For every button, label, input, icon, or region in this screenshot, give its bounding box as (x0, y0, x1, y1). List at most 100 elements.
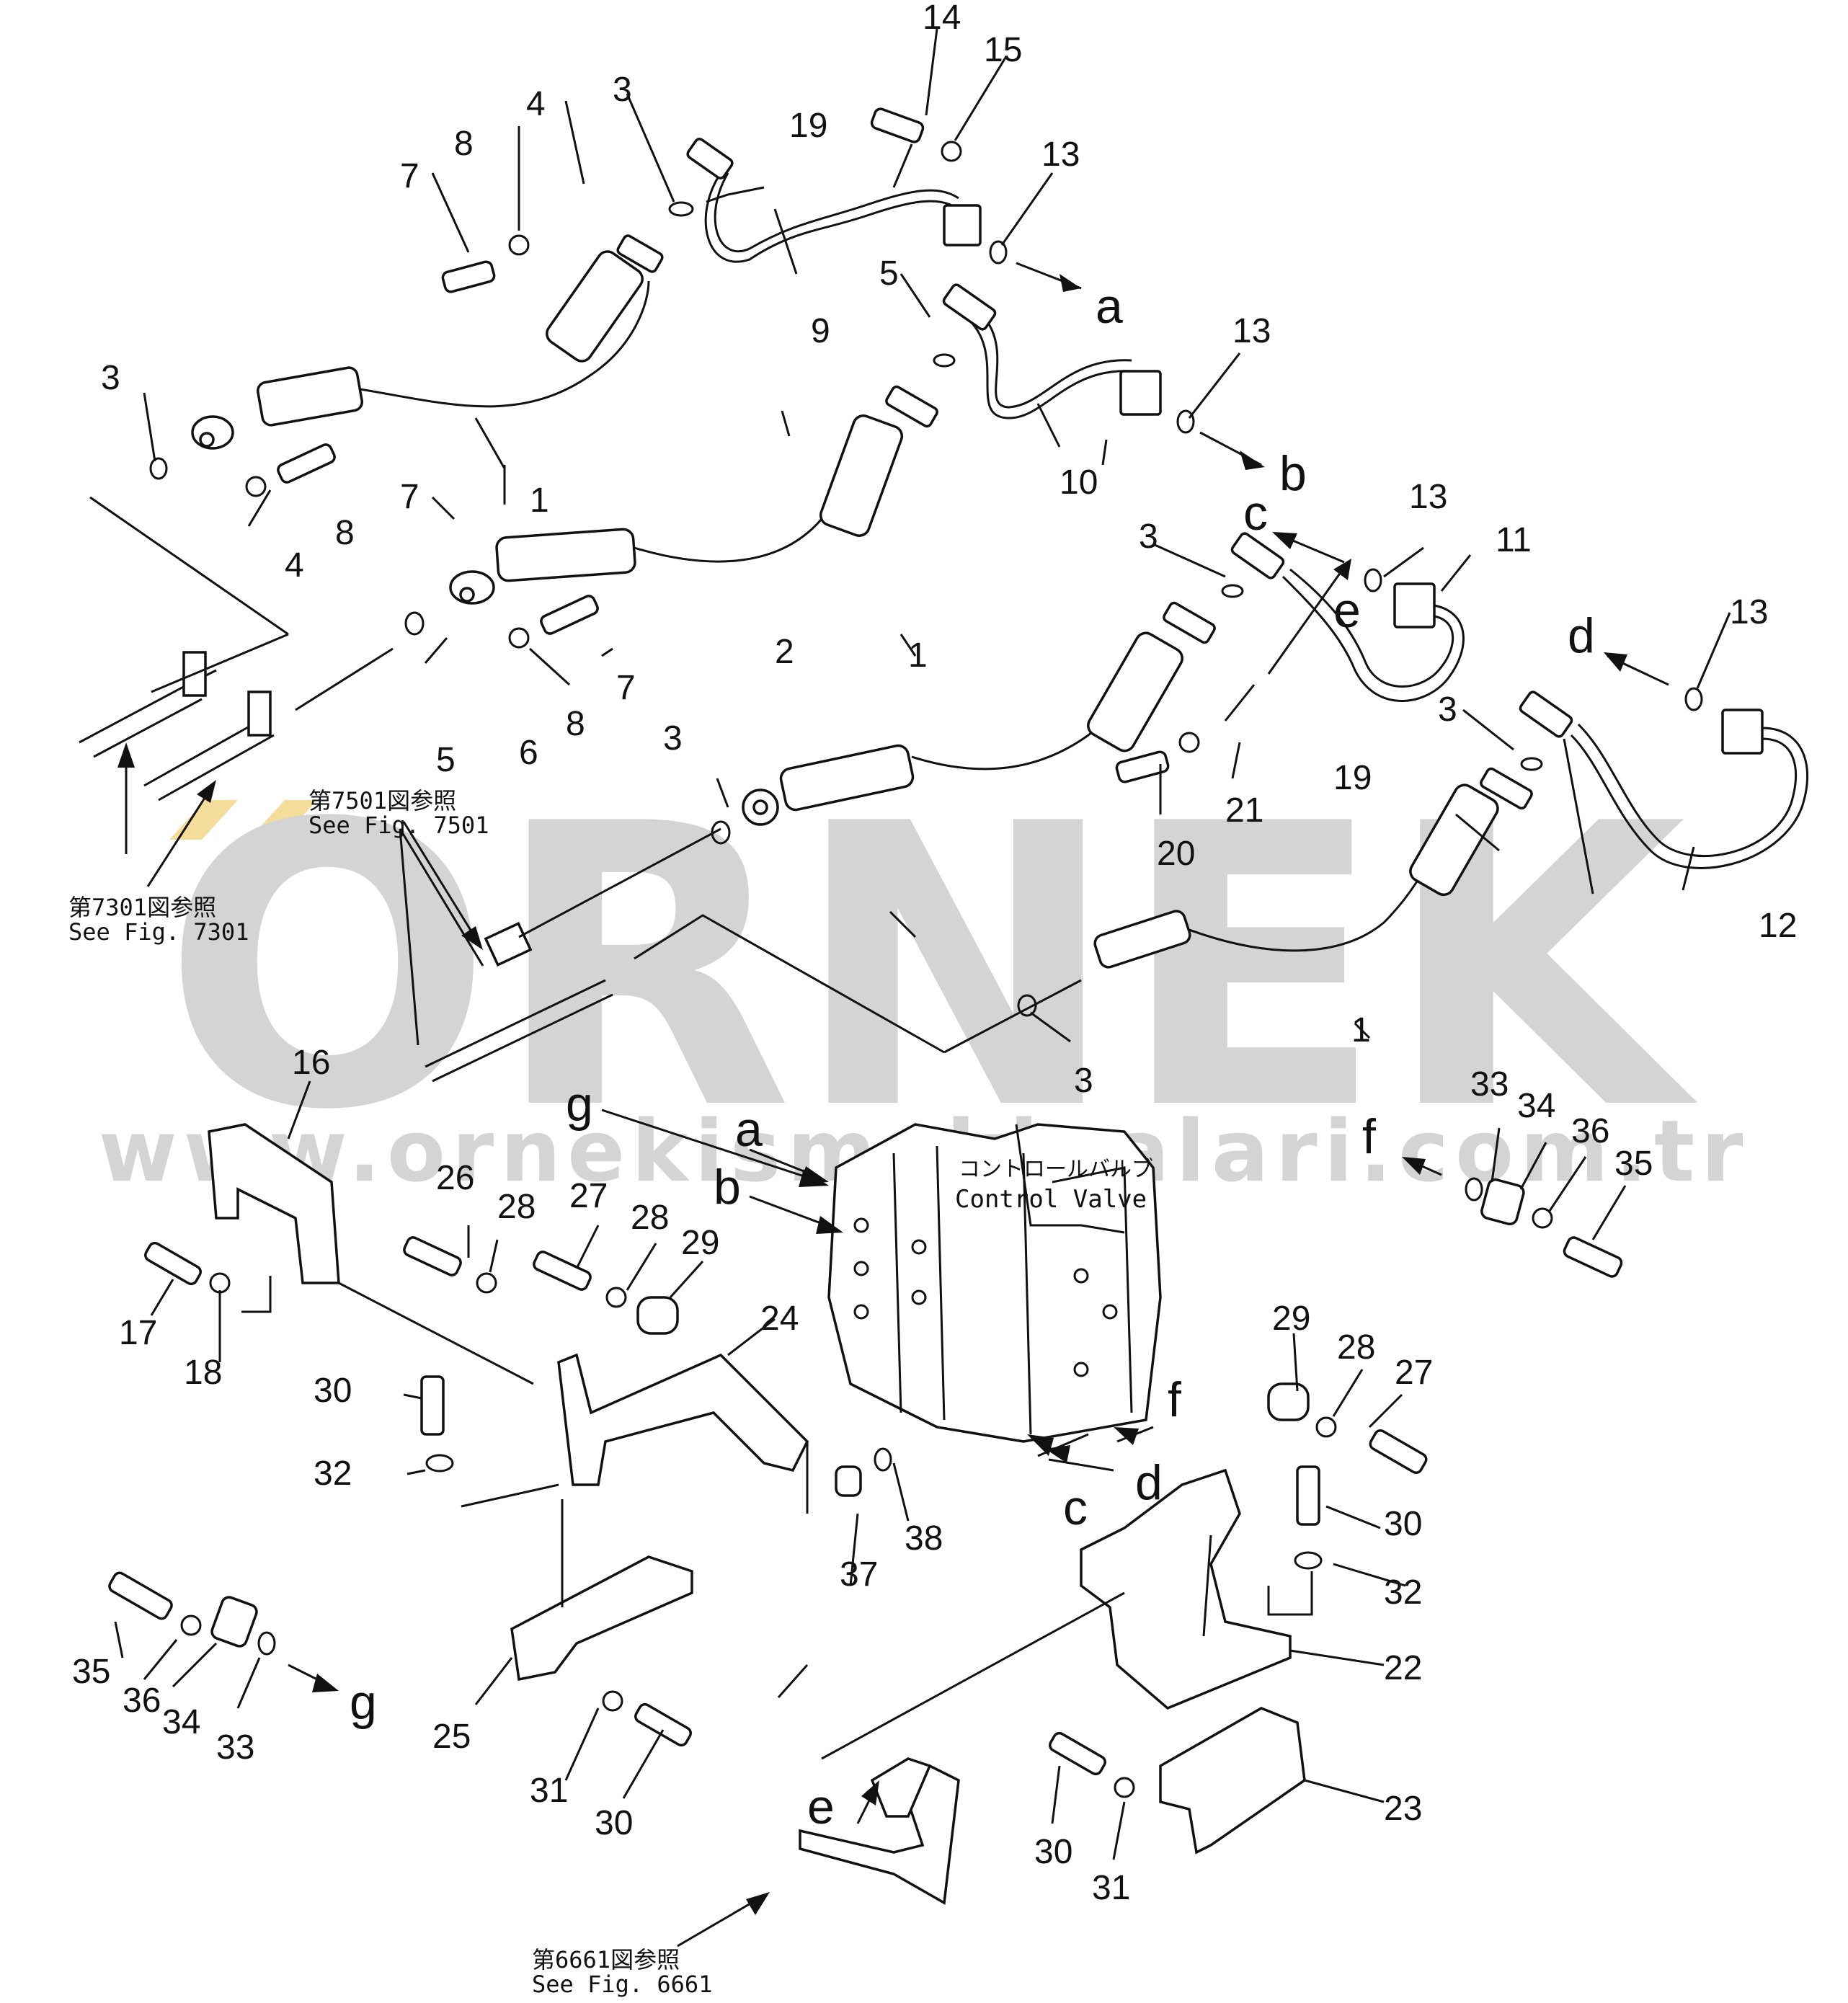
reference-notes: 第7501図参照 See Fig. 7501 第7301図参照 See Fig.… (68, 787, 1153, 1998)
ref-7501-jp: 第7501図参照 (308, 787, 456, 814)
connection-letter: a (735, 1102, 763, 1157)
callout: 21 (1225, 791, 1263, 830)
callout: 26 (436, 1159, 474, 1197)
connection-letter: g (350, 1675, 377, 1730)
callout: 5 (879, 254, 899, 293)
hose-upper-1 (191, 234, 664, 450)
connection-letter: e (807, 1780, 835, 1834)
callout: 13 (1232, 312, 1271, 350)
callout: 13 (1730, 593, 1768, 631)
callout: 28 (1337, 1328, 1375, 1367)
callout: 16 (292, 1044, 330, 1082)
leader-lines (114, 28, 1731, 1860)
callout: 18 (184, 1354, 222, 1392)
callout: 19 (1333, 759, 1372, 797)
callout: 3 (613, 71, 632, 109)
callout: 31 (1092, 1869, 1130, 1907)
callout: 5 (436, 741, 456, 779)
callout: 30 (1034, 1833, 1072, 1871)
arrows (117, 262, 1669, 1948)
callout: 24 (760, 1300, 799, 1338)
callout: 8 (566, 705, 585, 743)
callout: 30 (314, 1372, 352, 1410)
bracket-23 (1159, 1707, 1306, 1855)
callout: 13 (1041, 136, 1080, 174)
callout: 29 (681, 1224, 719, 1262)
callout-numbers: 1 1 1 2 3 3 3 3 3 3 4 4 5 5 6 7 7 7 8 8 … (72, 0, 1797, 1907)
watermark-accent-left (169, 800, 238, 840)
pipe-stubs-left (79, 496, 394, 801)
callout: 35 (72, 1653, 110, 1691)
callout: 20 (1157, 835, 1195, 873)
callout: 33 (216, 1728, 254, 1767)
callout: 35 (1614, 1145, 1653, 1183)
callout: 30 (1384, 1505, 1422, 1543)
control-valve-en: Control Valve (955, 1185, 1147, 1214)
tube-10 (942, 283, 1162, 419)
callout: 3 (101, 359, 120, 397)
callout: 17 (119, 1314, 157, 1352)
connection-letter: b (1279, 446, 1307, 501)
callout: 1 (1351, 1011, 1371, 1049)
connection-letters: a a b b c c d d e e f f g g (350, 279, 1595, 1834)
callout: 7 (616, 669, 636, 707)
callout: 34 (162, 1703, 200, 1741)
callout: 8 (335, 514, 355, 552)
callout: 9 (811, 312, 830, 350)
ref-7301-en: See Fig. 7301 (68, 918, 249, 946)
bracket-16 (208, 1123, 534, 1385)
connection-letter: f (1362, 1109, 1376, 1164)
callout: 1 (530, 481, 549, 520)
callout: 6 (519, 734, 538, 772)
rings-washers (149, 141, 1703, 1798)
callout: 1 (908, 636, 928, 675)
connection-letter: d (1568, 608, 1595, 663)
callout: 30 (595, 1804, 633, 1842)
callout: 10 (1060, 463, 1098, 502)
hose-middle-1 (742, 601, 1216, 826)
callout: 3 (663, 719, 683, 758)
callout: 33 (1470, 1065, 1509, 1103)
control-valve-jp: コントロールバルブ (959, 1157, 1153, 1182)
callout: 4 (285, 546, 304, 585)
connection-letter: e (1333, 583, 1361, 638)
callout: 28 (497, 1188, 536, 1226)
bracket-25 (510, 1499, 693, 1682)
ref-7501-en: See Fig. 7501 (308, 812, 489, 839)
callout: 29 (1272, 1300, 1310, 1338)
callout: 11 (1496, 521, 1532, 559)
callout: 37 (840, 1555, 878, 1594)
callout: 7 (400, 157, 419, 195)
callout: 27 (1395, 1354, 1433, 1392)
connection-letter: b (714, 1160, 741, 1214)
tube-11 (1230, 532, 1465, 702)
callout: 14 (923, 0, 961, 37)
ref-6661-jp: 第6661図参照 (532, 1946, 680, 1973)
bracket-22 (1080, 1468, 1313, 1710)
callout: 3 (1438, 690, 1457, 729)
callout: 34 (1517, 1087, 1555, 1125)
callout: 31 (530, 1772, 568, 1810)
callout: 3 (1074, 1062, 1093, 1100)
callout: 22 (1384, 1649, 1422, 1687)
callout: 15 (984, 31, 1022, 69)
hose-upper-2 (449, 385, 938, 605)
callout: 36 (123, 1682, 161, 1720)
callout: 4 (526, 85, 546, 123)
bracket-lower (799, 1591, 1125, 1905)
hose-right-1 (1093, 767, 1533, 1039)
bracket-24 (461, 1353, 809, 1514)
callout: 25 (432, 1718, 471, 1756)
callout: 32 (1384, 1573, 1422, 1612)
connection-letter: a (1096, 279, 1123, 334)
callout: 23 (1384, 1790, 1422, 1828)
tube-12 (1519, 690, 1808, 869)
callout: 27 (569, 1177, 608, 1215)
callout: 8 (454, 125, 474, 163)
connection-letter: g (566, 1077, 593, 1132)
connection-letter: c (1243, 486, 1268, 541)
connection-letter: c (1063, 1480, 1088, 1535)
callout: 36 (1571, 1112, 1609, 1150)
tube-9 (686, 138, 982, 263)
callout: 12 (1759, 907, 1797, 945)
